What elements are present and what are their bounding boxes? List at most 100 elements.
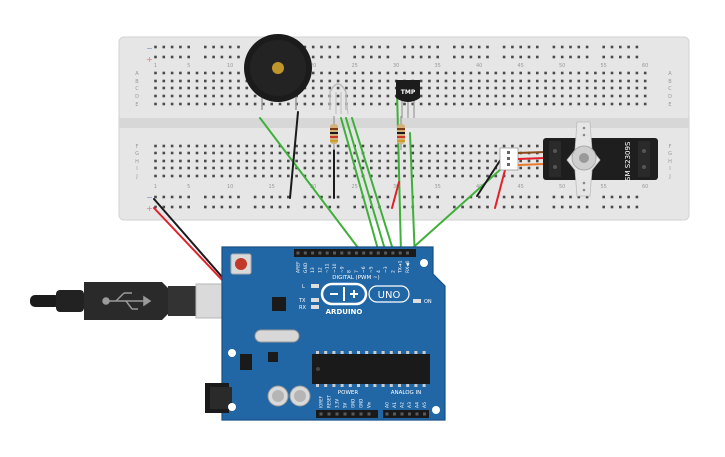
analog-pin-label: A1 — [392, 402, 398, 408]
usb-chip — [272, 297, 286, 311]
smd-chip — [268, 352, 278, 362]
rail-minus-label-bottom: − — [146, 193, 153, 202]
power-pin-label: IOREF — [319, 395, 324, 408]
column-label: 30 — [393, 63, 399, 69]
row-label: H — [668, 159, 672, 165]
rail-plus-label-bottom: + — [146, 204, 153, 213]
row-label: J — [135, 174, 137, 180]
wire-servo-signal[interactable] — [406, 159, 512, 254]
column-label: 40 — [476, 184, 482, 190]
column-label: 45 — [518, 63, 524, 69]
power-pin-label: 5V — [343, 402, 348, 408]
row-label: F — [669, 144, 672, 150]
analog-pin-label: A3 — [407, 402, 413, 408]
wire-tmp-signal[interactable] — [396, 89, 402, 254]
temperature-sensor[interactable]: TMP — [396, 80, 420, 118]
digital-header[interactable] — [294, 249, 416, 257]
servo-motor[interactable]: SM S2309S — [499, 121, 658, 197]
wire-led-blue[interactable] — [351, 117, 395, 254]
rail-labels: − + − + — [146, 44, 153, 213]
wire-led-green[interactable] — [345, 117, 387, 254]
wire-buzzer-gnd[interactable] — [289, 111, 299, 199]
column-label: 50 — [559, 184, 565, 190]
digital-pin-label: GND — [303, 262, 309, 273]
digital-pin-label: 13 — [310, 267, 316, 273]
piezo-buzzer[interactable] — [244, 34, 312, 110]
rail-plus-label-top: + — [146, 55, 153, 64]
digital-pin-label: RX◀0 — [405, 260, 411, 273]
power-pin-label: GND — [351, 399, 356, 408]
digital-pin-label: 12 — [317, 267, 323, 273]
rail-minus-label-top: − — [146, 44, 153, 53]
row-label: A — [668, 71, 672, 77]
column-label: 55 — [601, 184, 607, 190]
analog-pin-label: A2 — [400, 402, 406, 408]
digital-pin-label: ~6 — [361, 266, 367, 273]
row-label: F — [136, 144, 139, 150]
wire-tmp-power[interactable] — [391, 181, 400, 209]
column-label: 35 — [435, 184, 441, 190]
power-header[interactable] — [316, 410, 378, 418]
column-label: 20 — [310, 63, 316, 69]
column-label: 5 — [187, 63, 190, 69]
power-jack — [205, 383, 232, 413]
column-label: 45 — [518, 184, 524, 190]
servo-connector[interactable] — [499, 147, 546, 171]
row-label: G — [135, 151, 139, 157]
power-pin-label: GND — [359, 399, 364, 408]
power-pin-label: RESET — [327, 395, 332, 408]
column-label: 1 — [154, 184, 157, 190]
usb-icon — [102, 292, 152, 310]
row-label: G — [668, 151, 672, 157]
wire-led-red[interactable] — [340, 117, 380, 254]
buzzer-center — [272, 62, 284, 74]
analog-pin-label: A4 — [415, 402, 421, 408]
digital-pin-label: 8 — [347, 270, 353, 273]
power-pin-label: 3.3V — [335, 399, 340, 408]
wire-servo-power[interactable] — [494, 169, 506, 209]
reset-button[interactable] — [230, 253, 252, 275]
row-label: I — [136, 166, 137, 172]
column-label: 55 — [601, 63, 607, 69]
column-label: 40 — [476, 63, 482, 69]
usb-cable[interactable] — [30, 282, 229, 320]
atmega-chip — [312, 351, 430, 387]
digital-pin-label: TX➜1 — [398, 260, 404, 274]
capacitors — [267, 385, 311, 407]
row-label: B — [668, 79, 672, 85]
column-label: 50 — [559, 63, 565, 69]
uno-label: UNO — [378, 290, 401, 301]
column-label: 15 — [269, 184, 275, 190]
arduino-logo: UNO ARDUINO — [320, 282, 410, 316]
servo-horn[interactable] — [566, 121, 601, 197]
resistor-led[interactable] — [330, 116, 338, 150]
mounting-hole — [228, 349, 236, 357]
led-tx-label: TX — [298, 298, 306, 304]
mounting-hole — [420, 259, 428, 267]
wire-buzzer-signal[interactable] — [259, 117, 363, 254]
row-label: C — [668, 86, 672, 92]
column-label: 25 — [352, 184, 358, 190]
digital-pin-label: AREF — [296, 261, 302, 273]
resistor-tmp[interactable] — [397, 116, 405, 150]
digital-pin-label: 2 — [390, 270, 396, 273]
digital-pin-label: ~3 — [383, 266, 389, 273]
column-label: 1 — [154, 63, 157, 69]
row-label: E — [135, 102, 138, 108]
rgb-led[interactable] — [329, 83, 349, 115]
column-label: 30 — [393, 184, 399, 190]
crystal — [254, 329, 300, 343]
digital-pin-label: ~5 — [369, 266, 375, 273]
tmp-label: TMP — [401, 89, 416, 96]
digital-pin-label: 7 — [354, 270, 360, 273]
wire-servo-gnd[interactable] — [476, 155, 504, 197]
arduino-wordmark: ARDUINO — [326, 308, 363, 316]
row-label: D — [135, 94, 139, 100]
analog-header[interactable] — [383, 410, 429, 418]
